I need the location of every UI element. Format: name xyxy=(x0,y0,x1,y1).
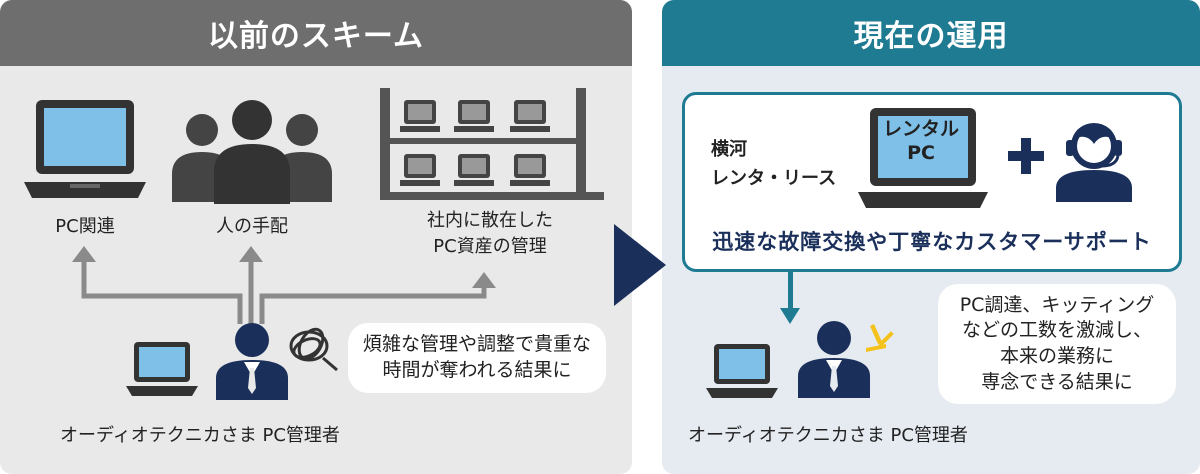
before-title: 以前のスキーム xyxy=(0,0,632,66)
tangle-stress-icon xyxy=(289,327,338,372)
after-result-bubble: PC調達、キッティング などの工数を激減し、 本来の業務に 専念できる結果に xyxy=(938,284,1176,404)
admin-person-icon xyxy=(216,323,288,400)
pc-shelf-icon xyxy=(380,88,604,200)
people-group-icon xyxy=(172,100,332,204)
down-arrow-icon xyxy=(780,272,800,324)
responsibility-arrows xyxy=(72,246,496,324)
laptop-icon xyxy=(24,100,146,198)
support-operator-icon xyxy=(1056,123,1132,202)
before-result-text: 煩雑な管理や調整で貴重な 時間が奪われる結果に xyxy=(362,333,591,381)
plus-icon xyxy=(1008,138,1044,174)
after-title: 現在の運用 xyxy=(662,0,1200,66)
admin-laptop-icon-after xyxy=(706,344,778,398)
provider-name: 横河 レンタ・リース xyxy=(711,139,837,189)
transition-arrow-icon xyxy=(614,224,666,306)
before-panel: 以前のスキーム xyxy=(0,0,632,474)
admin-laptop-icon xyxy=(126,342,198,396)
service-description: 迅速な故障交換や丁寧なカスタマーサポート xyxy=(712,230,1152,254)
item-label-assets: 社内に散在した PC資産の管理 xyxy=(427,210,553,258)
after-admin-label: オーディオテクニカさま PC管理者 xyxy=(688,425,968,446)
item-label-people: 人の手配 xyxy=(216,216,288,237)
rental-pc-label: レンタル PC xyxy=(882,118,959,164)
rental-pc-icon xyxy=(858,108,988,208)
before-result-bubble: 煩雑な管理や調整で貴重な 時間が奪われる結果に xyxy=(348,323,606,393)
before-admin-label: オーディオテクニカさま PC管理者 xyxy=(60,425,340,446)
item-label-pc: PC関連 xyxy=(55,216,115,237)
after-result-text: PC調達、キッティング などの工数を激減し、 本来の業務に 専念できる結果に xyxy=(959,293,1155,393)
sparkle-accent-icon xyxy=(866,324,894,352)
admin-person-icon-after xyxy=(798,321,870,398)
